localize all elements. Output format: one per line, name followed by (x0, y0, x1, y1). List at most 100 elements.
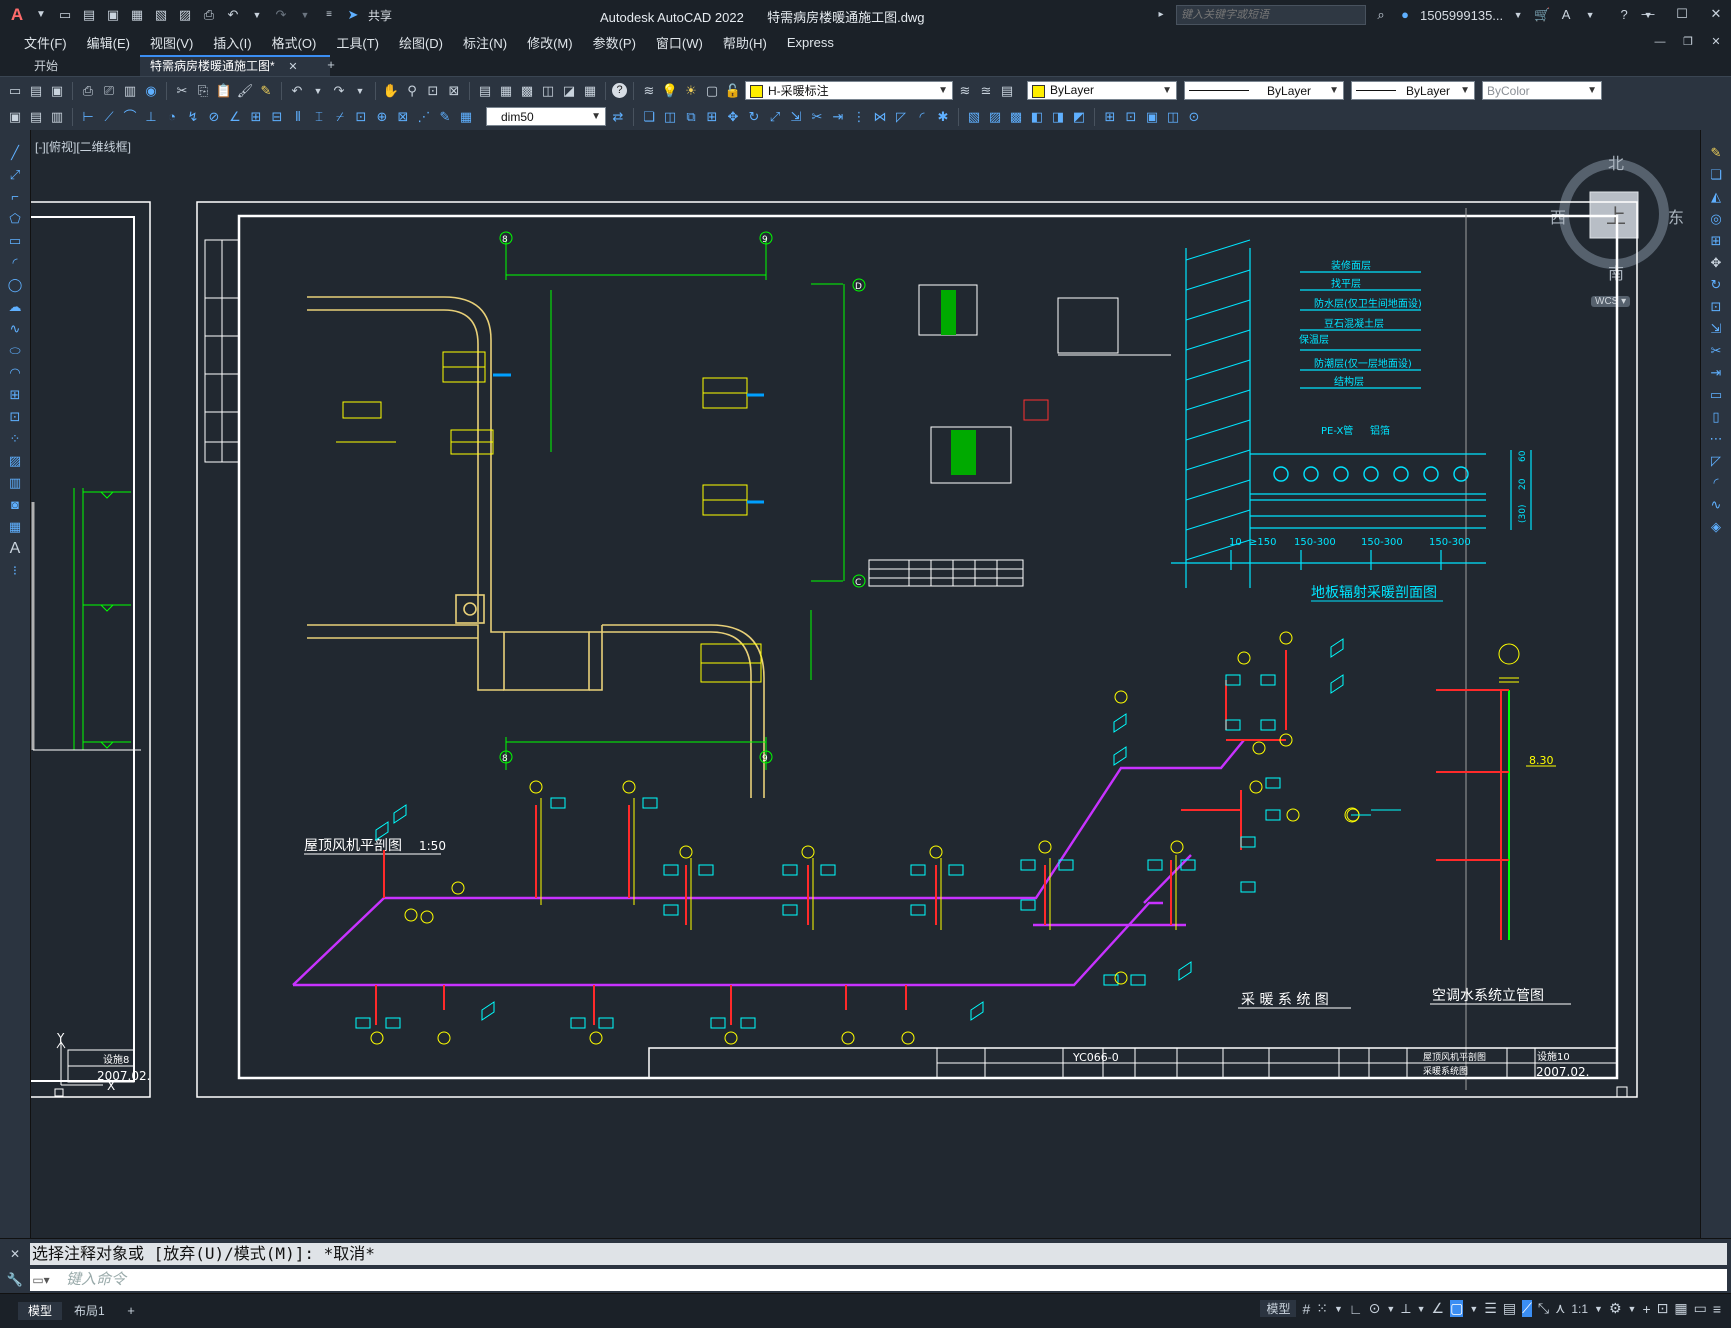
array-icon[interactable]: ⊞ (706, 108, 718, 124)
quick-dim-icon[interactable]: ⊞ (250, 108, 262, 124)
dimstyle-dropdown[interactable]: dim50 ▼ (486, 107, 606, 126)
save-workspace-icon[interactable]: ▤ (29, 108, 43, 124)
polar-icon[interactable]: ⊙ (1368, 1300, 1381, 1316)
undo-icon[interactable]: ↶ (227, 7, 239, 22)
polyline-icon[interactable]: ⌐ (11, 189, 19, 204)
baseline-dim-icon[interactable]: ⊟ (271, 108, 283, 124)
command-settings-icon[interactable]: 🔧 (6, 1272, 24, 1287)
break-at-point-icon[interactable]: ▭ (1709, 387, 1723, 402)
extend-icon-2[interactable]: ⇥ (1710, 365, 1722, 380)
dim-edit-icon[interactable]: ✎ (439, 108, 451, 124)
web-open-icon[interactable]: ▧ (154, 7, 168, 22)
workspace-switch-icon[interactable]: ⚙ (1608, 1300, 1622, 1316)
center-mark-icon[interactable]: ⊕ (376, 108, 388, 124)
trim-icon-2[interactable]: ✂ (1710, 343, 1722, 358)
aligned-dim-icon[interactable]: ⟋ (104, 108, 114, 124)
menu-help[interactable]: 帮助(H) (722, 35, 767, 51)
hatch-icon[interactable]: ▨ (8, 453, 22, 468)
draw-order-front-icon[interactable]: ▧ (967, 108, 981, 124)
layer-viewport-icon[interactable]: ▢ (705, 82, 719, 98)
cut-icon[interactable]: ✂ (176, 82, 188, 98)
zoom-previous-icon[interactable]: ⊠ (448, 82, 460, 98)
annotation-visibility-icon[interactable]: ⟋ (1522, 1300, 1532, 1317)
undo-dropdown-icon[interactable]: ▼ (252, 10, 262, 20)
offset-icon[interactable]: ⧉ (686, 108, 696, 124)
transparency-icon[interactable]: ▤ (1502, 1300, 1517, 1316)
workspace-dropdown-icon[interactable]: ▼ (1627, 1303, 1637, 1314)
erase-icon[interactable]: ✎ (1710, 145, 1722, 160)
snap-icon[interactable]: ⁙ (1316, 1300, 1328, 1316)
new-file-icon[interactable]: ▭ (58, 7, 72, 22)
draw-order-back-icon[interactable]: ▨ (988, 108, 1002, 124)
customize-qat-icon[interactable]: ≡ (326, 9, 332, 20)
app-menu-chevron-icon[interactable]: ▼ (36, 9, 46, 20)
break-icon[interactable]: ⋮ (852, 108, 866, 124)
fillet-icon-2[interactable]: ◜ (1713, 475, 1719, 490)
maximize-window-icon[interactable]: ☐ (1676, 6, 1688, 21)
units-icon[interactable]: ⊡ (1656, 1300, 1669, 1316)
insert-block-icon-2[interactable]: ⊞ (9, 387, 21, 402)
doc-minimize-icon[interactable]: — (1654, 36, 1666, 48)
isodraft-icon[interactable]: ⟂ (1401, 1300, 1411, 1316)
menu-insert[interactable]: 插入(I) (213, 35, 252, 51)
grid-icon[interactable]: # (1302, 1300, 1311, 1317)
radius-dim-icon[interactable]: ◔ (168, 108, 176, 124)
autocad-logo-icon[interactable]: A (10, 5, 24, 24)
layer-dropdown[interactable]: H-采暖标注 ▼ (745, 81, 953, 100)
rectangle-icon[interactable]: ▭ (8, 233, 22, 248)
explode-icon[interactable]: ✱ (937, 108, 949, 124)
share-icon[interactable]: ➤ (347, 7, 359, 22)
model-space-button[interactable]: 模型 (1260, 1300, 1297, 1317)
linear-dim-icon[interactable]: ⊢ (82, 108, 94, 124)
plot-icon[interactable]: ⎙ (203, 7, 215, 22)
design-center-icon[interactable]: ▦ (499, 82, 513, 98)
jogged-dim-icon[interactable]: ↯ (187, 108, 199, 124)
fillet-icon[interactable]: ◜ (919, 108, 925, 124)
spline-icon[interactable]: ∿ (9, 321, 21, 336)
markup-icon[interactable]: ◪ (562, 82, 576, 98)
tab-close-icon[interactable]: ✕ (288, 61, 298, 73)
search-input[interactable] (1176, 5, 1366, 25)
menu-dimension[interactable]: 标注(N) (463, 35, 508, 51)
clean-screen-icon[interactable]: ▭ (1693, 1300, 1707, 1316)
hyperlink-icon[interactable]: ⊙ (1188, 108, 1200, 124)
draw-order-above-icon[interactable]: ▩ (1009, 108, 1023, 124)
insert-block-icon[interactable]: ⊞ (1104, 108, 1116, 124)
minimize-window-icon[interactable]: — (1641, 6, 1655, 21)
zoom-window-icon[interactable]: ⊡ (427, 82, 439, 98)
viewcube-east[interactable]: 东 (1668, 210, 1685, 227)
undo-icon-2[interactable]: ↶ (291, 82, 303, 98)
scale-icon[interactable]: ⤢ (769, 108, 781, 124)
save-icon-2[interactable]: ▣ (50, 82, 64, 98)
add-layout-icon[interactable]: + (127, 1303, 135, 1318)
join-icon-2[interactable]: ⋯ (1709, 431, 1723, 446)
tab-drawing[interactable]: 特需病房楼暖通施工图* ✕ (140, 55, 330, 76)
match-properties-icon[interactable]: 🖌 (236, 82, 254, 98)
menu-tools[interactable]: 工具(T) (336, 35, 379, 51)
dim-break-icon[interactable]: ⌿ (336, 108, 344, 124)
help-icon[interactable]: ? (1620, 7, 1628, 22)
arc-icon[interactable]: ◜ (12, 255, 18, 270)
scale-dropdown-icon[interactable]: ▼ (1594, 1303, 1603, 1314)
ole-object-icon[interactable]: ◫ (1166, 108, 1180, 124)
layer-previous-icon[interactable]: ≊ (980, 82, 992, 98)
quick-properties-icon[interactable]: ▦ (1674, 1300, 1688, 1316)
annotation-scale-value[interactable]: 1:1 (1571, 1301, 1589, 1316)
print-icon[interactable]: ⎙ (82, 82, 94, 98)
polar-dropdown-icon[interactable]: ▼ (1386, 1303, 1396, 1314)
make-block-icon[interactable]: ⊡ (9, 409, 21, 424)
table-icon[interactable]: ▦ (8, 519, 22, 534)
tab-model[interactable]: 模型 (18, 1302, 63, 1320)
snap-dropdown-icon[interactable]: ▼ (1333, 1303, 1343, 1314)
redo-icon[interactable]: ↷ (275, 7, 287, 22)
menu-format[interactable]: 格式(O) (271, 35, 317, 51)
zoom-realtime-icon[interactable]: ⚲ (407, 82, 417, 98)
layer-lock-icon[interactable]: 🔓 (724, 82, 742, 98)
ordinate-dim-icon[interactable]: ⊥ (145, 108, 157, 124)
copy-icon[interactable]: ⎘ (197, 82, 209, 98)
sheet-set-icon[interactable]: ◫ (541, 82, 555, 98)
layer-on-icon[interactable]: 💡 (661, 82, 679, 98)
close-window-icon[interactable]: ✕ (1710, 6, 1722, 21)
drawing-canvas[interactable]: [-][俯视][二维线框] 北 南 西 东 上 WCS ▾ 设施8 2007.0… (31, 130, 1700, 1238)
dim-update-icon[interactable]: ⇄ (612, 108, 624, 124)
